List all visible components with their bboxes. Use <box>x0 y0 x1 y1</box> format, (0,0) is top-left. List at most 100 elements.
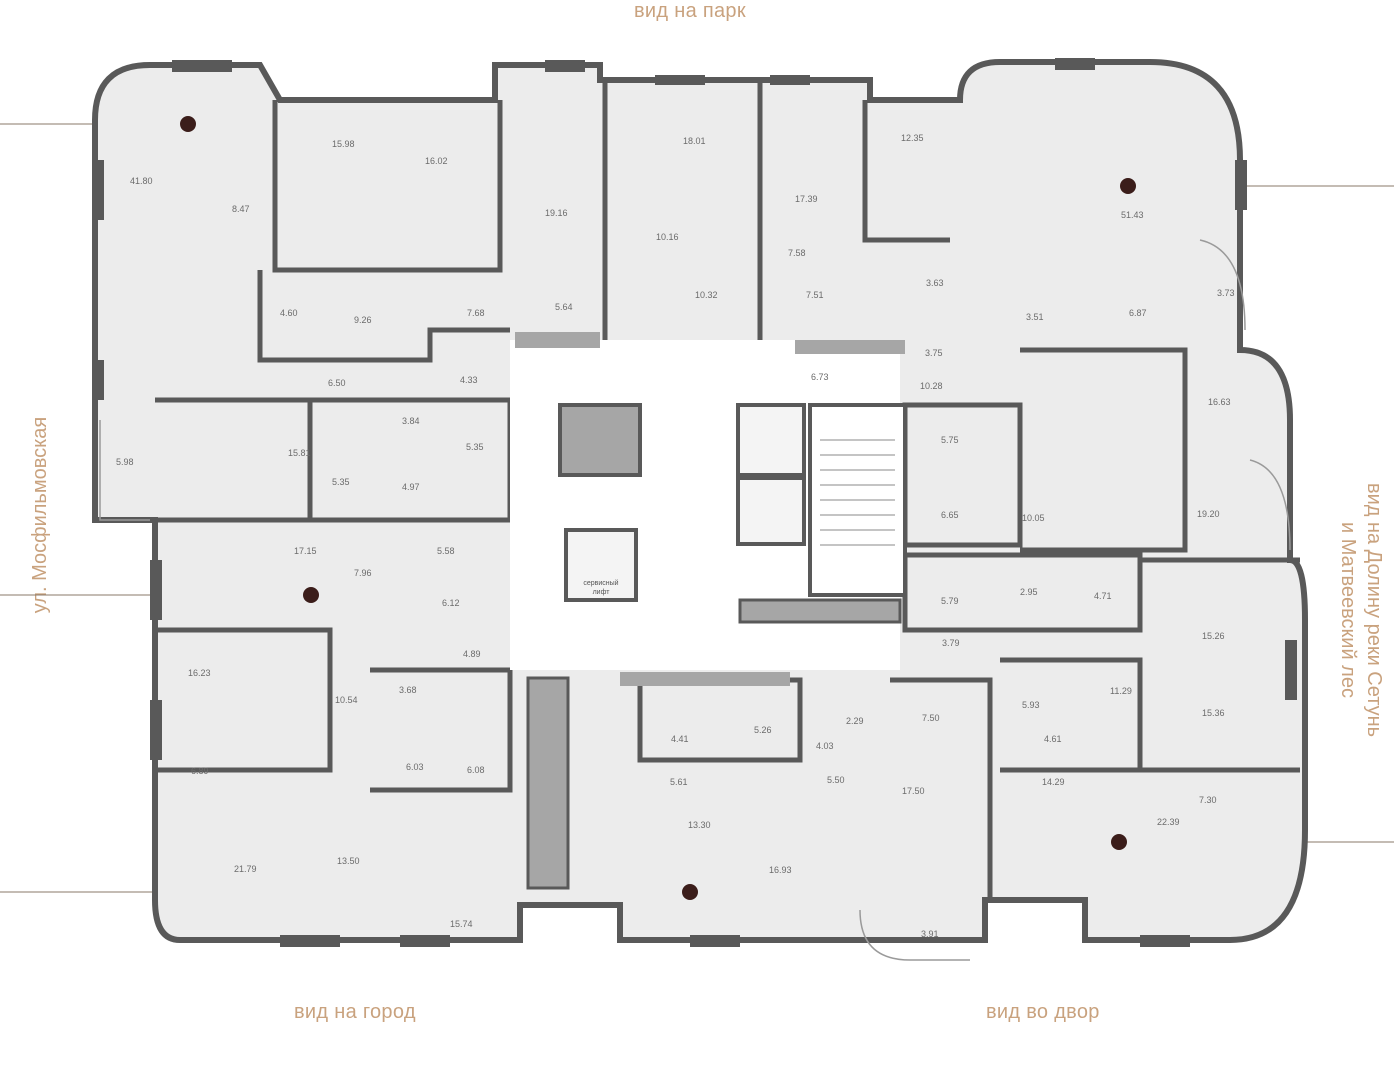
pier-7 <box>1055 58 1095 70</box>
wall-b <box>257 270 510 363</box>
area-label: 19.16 <box>545 208 568 218</box>
area-label: 4.61 <box>1044 734 1062 744</box>
area-label: 15.36 <box>1202 708 1225 718</box>
area-label: 3.68 <box>399 685 417 695</box>
area-label: 13.30 <box>688 820 711 830</box>
apartment-marker[interactable] <box>682 884 698 900</box>
area-label: 22.39 <box>1157 817 1180 827</box>
area-label: 4.03 <box>816 741 834 751</box>
interior-walls <box>155 80 1300 900</box>
area-label: 12.35 <box>901 133 924 143</box>
area-label: 8.47 <box>232 204 250 214</box>
area-label: 6.03 <box>406 762 424 772</box>
apartment-marker[interactable] <box>303 587 319 603</box>
view-label-courtyard: вид во двор <box>986 1001 1100 1023</box>
area-label: 5.35 <box>332 477 350 487</box>
area-label: 5.26 <box>754 725 772 735</box>
pier-2 <box>92 160 104 220</box>
area-label: 5.50 <box>827 775 845 785</box>
area-label: 16.23 <box>188 668 211 678</box>
area-label: 5.79 <box>941 596 959 606</box>
area-label: 6.50 <box>328 378 346 388</box>
pier-10 <box>150 560 162 620</box>
area-label: 10.32 <box>695 290 718 300</box>
area-label: 5.35 <box>466 442 484 452</box>
elevator-2 <box>736 476 806 546</box>
area-label: 3.84 <box>402 416 420 426</box>
area-label: 7.30 <box>1199 795 1217 805</box>
area-label: 3.75 <box>925 348 943 358</box>
area-label: 41.80 <box>130 176 153 186</box>
area-label: 10.05 <box>1022 513 1045 523</box>
area-label: 6.65 <box>941 510 959 520</box>
pier-11 <box>150 700 162 760</box>
area-label: 17.15 <box>294 546 317 556</box>
elevator-1 <box>736 403 806 477</box>
pier-6 <box>770 75 810 85</box>
area-label: 15.81 <box>288 448 311 458</box>
area-label: 7.51 <box>806 290 824 300</box>
core-top-band-right <box>795 340 905 354</box>
area-label: 5.98 <box>116 457 134 467</box>
area-label: 15.26 <box>1202 631 1225 641</box>
area-label: 6.12 <box>442 598 460 608</box>
area-label: 14.29 <box>1042 777 1065 787</box>
core-bottom-left-band <box>620 672 790 686</box>
area-label: 10.16 <box>656 232 679 242</box>
pier-12 <box>280 935 340 947</box>
area-label: 7.68 <box>467 308 485 318</box>
area-label: 4.97 <box>402 482 420 492</box>
wall-n <box>902 552 1143 633</box>
area-label: 4.41 <box>671 734 689 744</box>
core-column <box>526 676 570 890</box>
area-label: 10.54 <box>335 695 358 705</box>
area-label: 9.26 <box>354 315 372 325</box>
area-label: 7.50 <box>922 713 940 723</box>
area-label: 4.89 <box>463 649 481 659</box>
wall-a <box>272 100 503 273</box>
area-label: 13.50 <box>337 856 360 866</box>
area-label: 2.95 <box>1020 587 1038 597</box>
balcony-outline <box>99 239 1291 961</box>
area-label: 7.58 <box>788 248 806 258</box>
area-label: 3.79 <box>942 638 960 648</box>
area-label: 15.98 <box>332 139 355 149</box>
wall-h <box>1020 347 1188 553</box>
area-label: 11.29 <box>1110 686 1132 696</box>
window-piers <box>92 58 1297 947</box>
area-label: 5.58 <box>437 546 455 556</box>
area-label: 5.64 <box>555 302 573 312</box>
building-core <box>510 332 907 890</box>
area-label: 16.63 <box>1208 397 1231 407</box>
area-labels: 41.80 8.47 15.98 16.02 19.16 18.01 17.39… <box>116 133 1235 939</box>
area-label: 19.20 <box>1197 509 1220 519</box>
wall-m <box>1000 657 1143 773</box>
apartment-marker[interactable] <box>180 116 196 132</box>
area-label: 6.87 <box>1129 308 1147 318</box>
area-label: 17.50 <box>902 786 925 796</box>
area-label: 3.91 <box>921 929 939 939</box>
pier-5 <box>655 75 705 85</box>
apartment-markers <box>180 116 1136 900</box>
service-lift-label-2: лифт <box>593 589 611 596</box>
stair-steps <box>820 439 895 546</box>
area-label: 10.28 <box>920 381 943 391</box>
wall-j <box>370 667 513 793</box>
area-label: 16.02 <box>425 156 448 166</box>
pier-14 <box>690 935 740 947</box>
service-lift-box <box>564 528 638 602</box>
area-label: 6.08 <box>467 765 485 775</box>
apartment-marker[interactable] <box>1111 834 1127 850</box>
area-label: 5.61 <box>670 777 688 787</box>
area-label: 6.89 <box>191 766 209 776</box>
apartment-marker[interactable] <box>1120 178 1136 194</box>
area-label: 15.74 <box>450 919 473 929</box>
core-bottom-band <box>738 598 902 624</box>
balcony-top-right <box>1199 239 1246 331</box>
area-label: 18.01 <box>683 136 706 146</box>
area-label: 3.63 <box>926 278 944 288</box>
area-label: 6.73 <box>811 372 829 382</box>
area-label: 3.73 <box>1217 288 1235 298</box>
